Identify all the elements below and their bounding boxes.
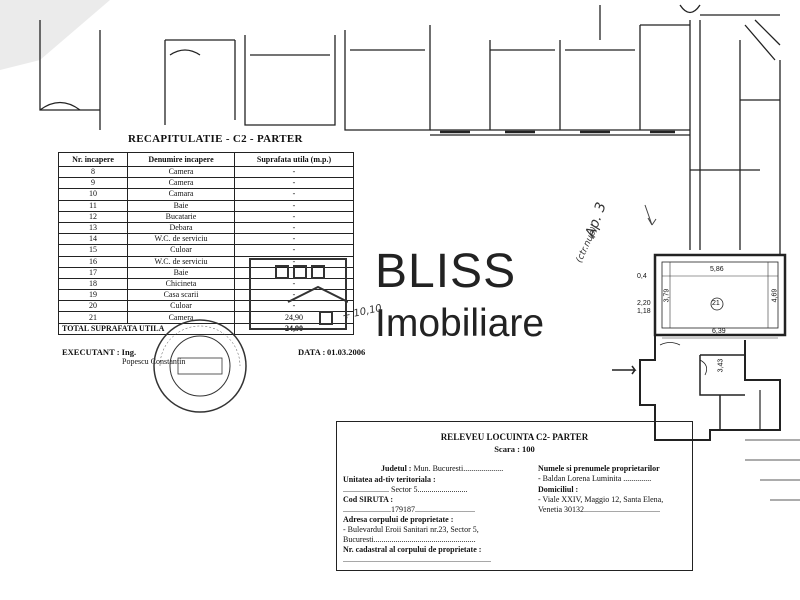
dim-right: 4,69 — [771, 288, 779, 303]
room-name-cell: W.C. de serviciu — [127, 233, 235, 246]
date-value: 01.03.2006 — [327, 347, 366, 357]
official-stamp-icon — [153, 319, 247, 413]
room-number-cell: 11 — [58, 199, 128, 212]
room-number-cell: 8 — [58, 165, 128, 179]
room-number-cell: 15 — [58, 244, 128, 257]
room-area-cell: - — [234, 233, 354, 246]
bliss-logo-icon — [249, 258, 348, 330]
room-area-cell: - — [234, 244, 354, 257]
room-number-cell: 20 — [58, 300, 128, 313]
dim-side-b: 2,20 — [637, 300, 651, 307]
header-denumire: Denumire incapere — [127, 152, 235, 167]
room-number-cell: 21 — [58, 311, 128, 324]
room-name-cell: Camera — [127, 165, 235, 179]
judet-label: Judetul : — [381, 464, 412, 473]
room-name-cell: W.C. de serviciu — [127, 255, 235, 268]
prop-label: Numele si prenumele proprietarilor — [538, 464, 660, 473]
room-number-cell: 13 — [58, 221, 128, 235]
room-area-cell: - — [234, 210, 354, 223]
title-block: RELEVEU LOCUINTA C2- PARTER Scara : 100 … — [336, 421, 693, 571]
recap-title: RECAPITULATIE - C2 - PARTER — [128, 133, 303, 145]
room-name-cell: Chicineta — [127, 277, 235, 291]
judet-value: Mun. Bucuresti.................... — [413, 464, 504, 473]
dim-bottom: 6,39 — [712, 328, 726, 335]
unitate-value: ....................... Sector 5........… — [343, 485, 468, 494]
room-name-cell: Culoar — [127, 244, 235, 257]
dim-side-a: 0,4 — [637, 273, 647, 280]
date-label: DATA : — [298, 347, 326, 357]
room-name-cell: Culoar — [127, 300, 235, 313]
dom-label: Domiciliul : — [538, 485, 579, 494]
executant-label: EXECUTANT : Ing. — [62, 347, 137, 357]
cartouche-title: RELEVEU LOCUINTA C2- PARTER — [440, 432, 589, 442]
unitate-label: Unitatea ad-tiv teritoriala : — [343, 475, 436, 484]
room-area-cell: - — [234, 188, 354, 201]
room-number-cell: 17 — [58, 266, 128, 279]
adresa-value-2: Bucuresti...............................… — [343, 535, 476, 544]
room-name-cell: Casa scarii — [127, 289, 235, 302]
header-suprafata: Suprafata utila (m.p.) — [234, 152, 354, 167]
room-name-cell: Camera — [127, 177, 235, 190]
room-number-cell: 18 — [58, 277, 128, 291]
cadastral-label: Nr. cadastral al corpului de proprietate… — [343, 545, 482, 554]
logo-text-imobiliare: Imobiliare — [375, 302, 545, 345]
room-number-cell: 12 — [58, 210, 128, 223]
dom-value-2: Venetia 30132...........................… — [538, 505, 660, 514]
room-number-cell: 9 — [58, 177, 128, 190]
prop-value: - Baldan Lorena Luminita .............. — [538, 474, 652, 483]
room-area-cell: - — [234, 177, 354, 190]
logo-text-bliss: BLISS — [375, 245, 517, 298]
room-name-cell: Baie — [127, 266, 235, 279]
room-name-cell: Camara — [127, 188, 235, 201]
dim-left: 3,79 — [663, 288, 671, 303]
siruta-label: Cod SIRUTA : — [343, 495, 394, 504]
room-number-cell: 10 — [58, 188, 128, 201]
room-name-cell: Bucatarie — [127, 210, 235, 223]
room-area-cell: - — [234, 165, 354, 179]
room-area-cell: - — [234, 199, 354, 212]
room-number: 21 — [712, 300, 720, 307]
adresa-label: Adresa corpului de proprietate : — [343, 515, 454, 524]
adresa-value: - Bulevardul Eroii Sanitari nr.23, Secto… — [343, 525, 479, 534]
room-area-cell: - — [234, 221, 354, 235]
room-name-cell: Debara — [127, 221, 235, 235]
cartouche-scale: Scara : 100 — [494, 444, 535, 454]
dim-side-c: 1,18 — [637, 308, 651, 315]
room-number-cell: 19 — [58, 289, 128, 302]
dom-value: - Viale XXIV, Maggio 12, Santa Elena, — [538, 495, 664, 504]
room-name-cell: Baie — [127, 199, 235, 212]
room-number-cell: 16 — [58, 255, 128, 268]
room-number-cell: 14 — [58, 233, 128, 246]
header-nr-incapere: Nr. incapere — [58, 152, 128, 167]
dim-low: 3,43 — [717, 358, 725, 373]
siruta-value: ........................179187..........… — [343, 505, 475, 514]
cadastral-value: ........................................… — [343, 555, 491, 564]
recap-table: Nr. incapere Denumire incapere Suprafata… — [58, 152, 354, 335]
dim-top: 5,86 — [710, 266, 724, 273]
